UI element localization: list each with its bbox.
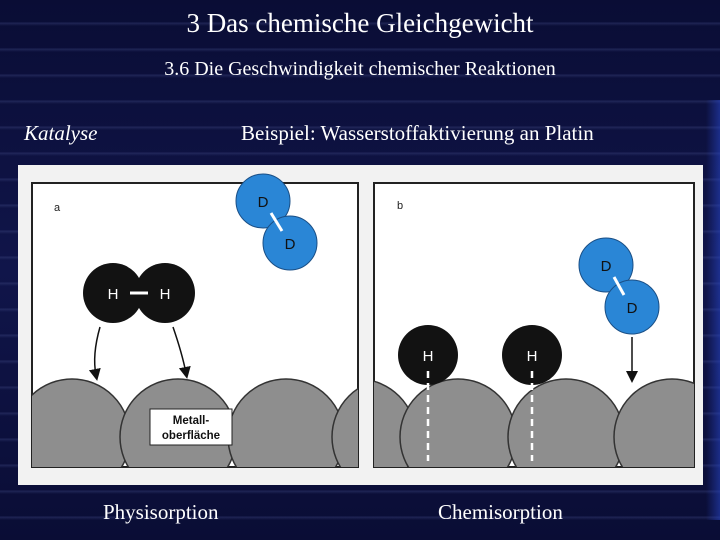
hydrogen-symbol: H — [423, 348, 434, 365]
panel-a: a D D H H Metall- oberfläche — [31, 173, 359, 468]
edge-glow — [706, 100, 720, 520]
deuterium-symbol: D — [258, 194, 269, 211]
deuterium-symbol: D — [601, 258, 612, 275]
panel-b-label: b — [397, 200, 403, 212]
arrow-icon — [88, 326, 101, 381]
hydrogen-symbol: H — [160, 286, 171, 303]
metal-atom — [331, 387, 358, 467]
deuterium-atom — [262, 215, 318, 271]
adsorption-figure: a D D H H Metall- oberfläche — [18, 165, 703, 485]
surface-label-box — [149, 408, 233, 446]
metal-atom — [613, 378, 694, 467]
hydrogen-symbol: H — [527, 348, 538, 365]
hydrogen-atom — [398, 325, 458, 385]
caption-physisorption: Physisorption — [103, 500, 219, 524]
panel-a-label: a — [54, 202, 61, 214]
deuterium-atom — [578, 237, 634, 293]
slide-title: 3 Das chemische Gleichgewicht — [186, 8, 534, 38]
arrow-icon — [172, 326, 191, 379]
deuterium-symbol: D — [627, 300, 638, 317]
topic-label: Katalyse — [24, 121, 98, 145]
deuterium-symbol: D — [285, 236, 296, 253]
surface-label-line2: oberfläche — [162, 430, 220, 442]
hydrogen-atom — [502, 325, 562, 385]
caption-chemisorption: Chemisorption — [438, 500, 563, 524]
surface-label-line1: Metall- — [173, 415, 210, 427]
d-d-bond — [269, 212, 284, 232]
adsorption-diagram: a D D H H Metall- oberfläche — [31, 173, 695, 468]
metal-atom — [507, 378, 625, 467]
metal-atom — [399, 378, 517, 467]
deuterium-atom — [604, 279, 660, 335]
d-d-bond — [612, 276, 626, 296]
slide-subtitle: 3.6 Die Geschwindigkeit chemischer Reakt… — [164, 58, 556, 80]
deuterium-atom — [235, 173, 291, 229]
panel-b: b D D H H — [373, 182, 695, 468]
hydrogen-atom — [83, 263, 143, 323]
hydrogen-atom — [135, 263, 195, 323]
hydrogen-symbol: H — [108, 286, 119, 303]
metal-atom — [227, 378, 345, 467]
example-label: Beispiel: Wasserstoffaktivierung an Plat… — [241, 121, 594, 145]
